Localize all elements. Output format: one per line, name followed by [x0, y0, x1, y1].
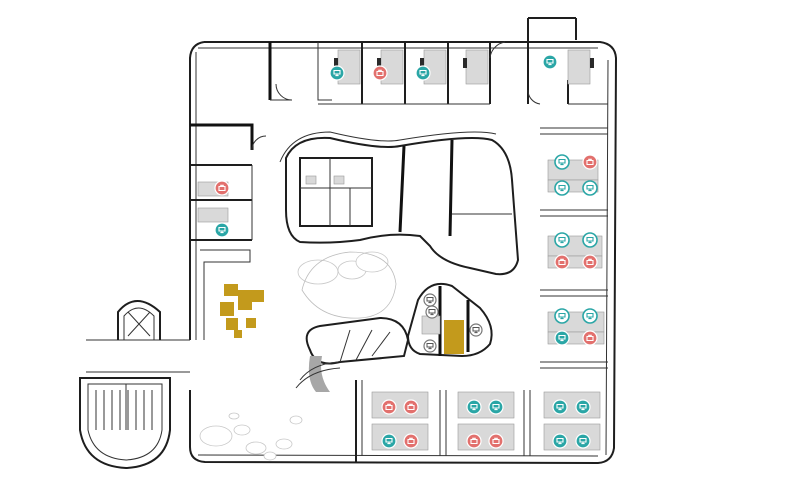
seat-marker-occupied[interactable] [403, 433, 419, 449]
monitor-icon [218, 226, 226, 234]
seat-marker-available[interactable] [214, 222, 230, 238]
meeting-pod [295, 282, 493, 392]
seat-marker-occupied[interactable] [582, 254, 598, 270]
briefcase-icon [586, 158, 594, 166]
seat-marker-occupied[interactable] [214, 180, 230, 196]
seat-marker-occupied[interactable] [372, 65, 388, 81]
monitor-icon [558, 334, 566, 342]
seat-marker-available[interactable] [415, 65, 431, 81]
seat-marker-available[interactable] [329, 65, 345, 81]
seat-markers [214, 54, 598, 449]
briefcase-icon [586, 334, 594, 342]
seat-marker-selectable[interactable] [554, 308, 570, 324]
seat-marker-available[interactable] [575, 399, 591, 415]
seat-marker-available[interactable] [466, 399, 482, 415]
briefcase-icon [218, 184, 226, 192]
desk [567, 49, 591, 85]
seat-marker-occupied[interactable] [582, 330, 598, 346]
briefcase-icon [470, 437, 478, 445]
lounge-furniture [220, 284, 264, 338]
seat-marker-selectable[interactable] [582, 232, 598, 248]
briefcase-icon [586, 258, 594, 266]
seat-marker-occupied[interactable] [488, 433, 504, 449]
seat-marker-occupied[interactable] [582, 154, 598, 170]
briefcase-icon [385, 403, 393, 411]
monitor-icon [586, 184, 594, 192]
monitor-icon [426, 343, 434, 350]
monitor-icon [333, 69, 341, 77]
monitor-icon [546, 58, 554, 66]
seat-marker-available[interactable] [554, 330, 570, 346]
building-outline [86, 41, 618, 465]
briefcase-icon [558, 258, 566, 266]
desk [197, 207, 229, 223]
staircase-upper [117, 300, 161, 340]
monitor-icon [556, 403, 564, 411]
staircase-lower [79, 377, 171, 470]
bottom-desk-area [355, 380, 601, 462]
briefcase-icon [407, 403, 415, 411]
seat-marker-selectable[interactable] [554, 154, 570, 170]
seat-marker-neutral[interactable] [425, 305, 439, 319]
monitor-icon [428, 309, 436, 316]
monitor-icon [419, 69, 427, 77]
monitor-icon [579, 437, 587, 445]
seat-marker-occupied[interactable] [403, 399, 419, 415]
monitor-icon [472, 327, 480, 334]
desk [465, 49, 489, 85]
monitor-icon [556, 437, 564, 445]
monitor-icon [558, 236, 566, 244]
seat-marker-available[interactable] [575, 433, 591, 449]
east-desk-area [540, 127, 608, 369]
seat-marker-occupied[interactable] [381, 399, 397, 415]
west-offices [190, 123, 267, 340]
monitor-icon [586, 236, 594, 244]
monitor-icon [558, 158, 566, 166]
seat-marker-selectable[interactable] [582, 180, 598, 196]
monitor-icon [586, 312, 594, 320]
briefcase-icon [376, 69, 384, 77]
monitor-icon [426, 297, 434, 304]
monitor-icon [470, 403, 478, 411]
seat-marker-occupied[interactable] [554, 254, 570, 270]
monitor-icon [492, 403, 500, 411]
seat-marker-selectable[interactable] [582, 308, 598, 324]
seat-marker-selectable[interactable] [554, 180, 570, 196]
seat-marker-neutral[interactable] [423, 339, 437, 353]
monitor-icon [579, 403, 587, 411]
landscape-area [199, 251, 397, 461]
briefcase-icon [407, 437, 415, 445]
briefcase-icon [492, 437, 500, 445]
seat-marker-available[interactable] [542, 54, 558, 70]
seat-marker-neutral[interactable] [423, 293, 437, 307]
monitor-icon [558, 184, 566, 192]
seat-marker-selectable[interactable] [554, 232, 570, 248]
seat-marker-available[interactable] [381, 433, 397, 449]
monitor-icon [385, 437, 393, 445]
seat-marker-available[interactable] [552, 399, 568, 415]
seat-marker-available[interactable] [552, 433, 568, 449]
seat-marker-available[interactable] [488, 399, 504, 415]
central-core [279, 131, 520, 276]
monitor-icon [558, 312, 566, 320]
seat-marker-occupied[interactable] [466, 433, 482, 449]
seat-marker-neutral[interactable] [469, 323, 483, 337]
